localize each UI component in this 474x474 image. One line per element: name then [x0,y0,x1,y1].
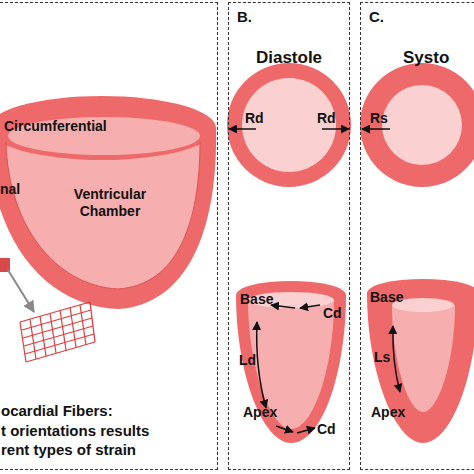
fiber-heading: ocardial Fibers: [1,401,201,420]
region-label: Base [370,289,420,306]
panel-frame: B. Diastole [228,2,350,470]
panel-frame: ocardial Fibers:t orientations results r… [0,2,218,470]
fiber-callout [0,258,34,312]
panel-frame: C. Systo [360,2,474,470]
ring-systole [360,63,474,187]
ring-diastole [227,63,351,187]
strain-label: Ls [374,349,404,366]
strain-label: nal [0,181,40,198]
fiber-note: t orientations results rent types of str… [1,421,161,459]
strain-label: Ld [239,352,269,369]
fiber-mesh [20,302,95,362]
panel-letter: B. [237,7,277,26]
strain-label: Cd [317,421,347,438]
strain-label: Rd [317,110,347,127]
panel-letter: C. [369,7,409,26]
region-label: Apex [243,404,293,421]
strain-label: Rd [245,110,275,127]
panel-title: Systo [403,47,474,68]
chamber-label: Ventricular Chamber [58,186,162,220]
ventricle-a [0,96,216,309]
strain-label: Cd [323,305,353,322]
region-label: Base [240,291,290,308]
strain-label: Circumferential [4,118,144,135]
strain-label: Rs [370,110,400,127]
panel-title: Diastole [229,47,349,68]
ventricle-systole [367,279,474,443]
region-label: Apex [371,404,421,421]
